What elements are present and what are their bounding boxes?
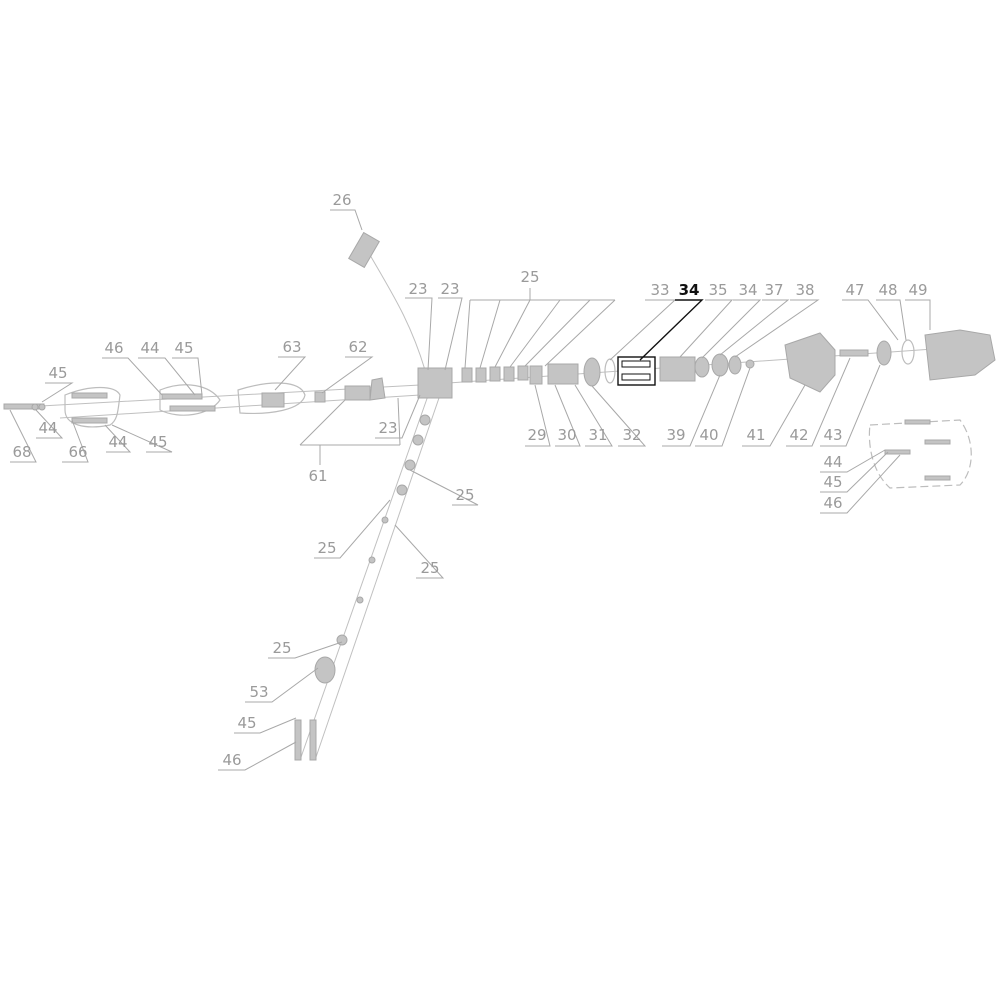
part-26 (348, 231, 380, 269)
label-44: 44 (823, 453, 842, 471)
part-40 (745, 359, 755, 369)
label-39: 39 (666, 426, 685, 444)
label-34-highlighted[interactable]: 34 (679, 281, 700, 299)
part-62 (314, 391, 326, 403)
label-33: 33 (650, 281, 669, 299)
part-30-31 (547, 363, 579, 385)
label-25: 25 (272, 639, 291, 657)
part-43 (876, 340, 892, 366)
label-45: 45 (148, 433, 167, 451)
part-39 (728, 355, 742, 375)
label-46: 46 (222, 751, 241, 769)
label-29: 29 (527, 426, 546, 444)
part-63 (237, 382, 306, 415)
part-33 (604, 358, 616, 384)
label-46: 46 (823, 494, 842, 512)
label-31: 31 (588, 426, 607, 444)
label-26: 26 (332, 191, 351, 209)
label-43: 43 (823, 426, 842, 444)
label-44: 44 (38, 419, 57, 437)
label-45: 45 (174, 339, 193, 357)
label-23: 23 (440, 280, 459, 298)
part-37 (694, 356, 710, 378)
label-46: 46 (104, 339, 123, 357)
part-42 (839, 349, 869, 357)
label-49: 49 (908, 281, 927, 299)
label-42: 42 (789, 426, 808, 444)
label-44: 44 (140, 339, 159, 357)
leader-lines (9, 209, 931, 771)
callout-labels: 26 23 23 25 33 34 35 34 37 38 47 48 49 4… (12, 191, 927, 769)
label-45: 45 (48, 364, 67, 382)
part-41 (784, 332, 836, 393)
label-23: 23 (378, 419, 397, 437)
label-23: 23 (408, 280, 427, 298)
part-32 (583, 357, 601, 387)
part-46-bottom (294, 719, 302, 761)
part-23 (417, 367, 453, 399)
part-29 (529, 365, 543, 385)
label-66: 66 (68, 443, 87, 461)
parts (3, 231, 996, 761)
label-25: 25 (420, 559, 439, 577)
label-53: 53 (249, 683, 268, 701)
label-48: 48 (878, 281, 897, 299)
label-45: 45 (823, 473, 842, 491)
label-47: 47 (845, 281, 864, 299)
label-61: 61 (308, 467, 327, 485)
parts-25-column (336, 414, 431, 646)
label-30: 30 (557, 426, 576, 444)
label-37: 37 (764, 281, 783, 299)
part-38 (711, 353, 729, 377)
part-53 (314, 656, 336, 684)
label-34: 34 (738, 281, 757, 299)
label-32: 32 (622, 426, 641, 444)
label-25: 25 (455, 486, 474, 504)
label-45: 45 (237, 714, 256, 732)
part-35 (659, 356, 696, 382)
label-25: 25 (520, 268, 539, 286)
part-49 (924, 329, 996, 381)
label-41: 41 (746, 426, 765, 444)
parts-25-row (461, 365, 529, 383)
label-35: 35 (708, 281, 727, 299)
part-group-44-46-right (868, 419, 972, 489)
part-group-44-46 (159, 384, 221, 416)
label-44: 44 (108, 433, 127, 451)
label-63: 63 (282, 338, 301, 356)
label-68: 68 (12, 443, 31, 461)
label-62: 62 (348, 338, 367, 356)
label-38: 38 (795, 281, 814, 299)
label-40: 40 (699, 426, 718, 444)
label-25: 25 (317, 539, 336, 557)
part-48 (901, 339, 915, 365)
